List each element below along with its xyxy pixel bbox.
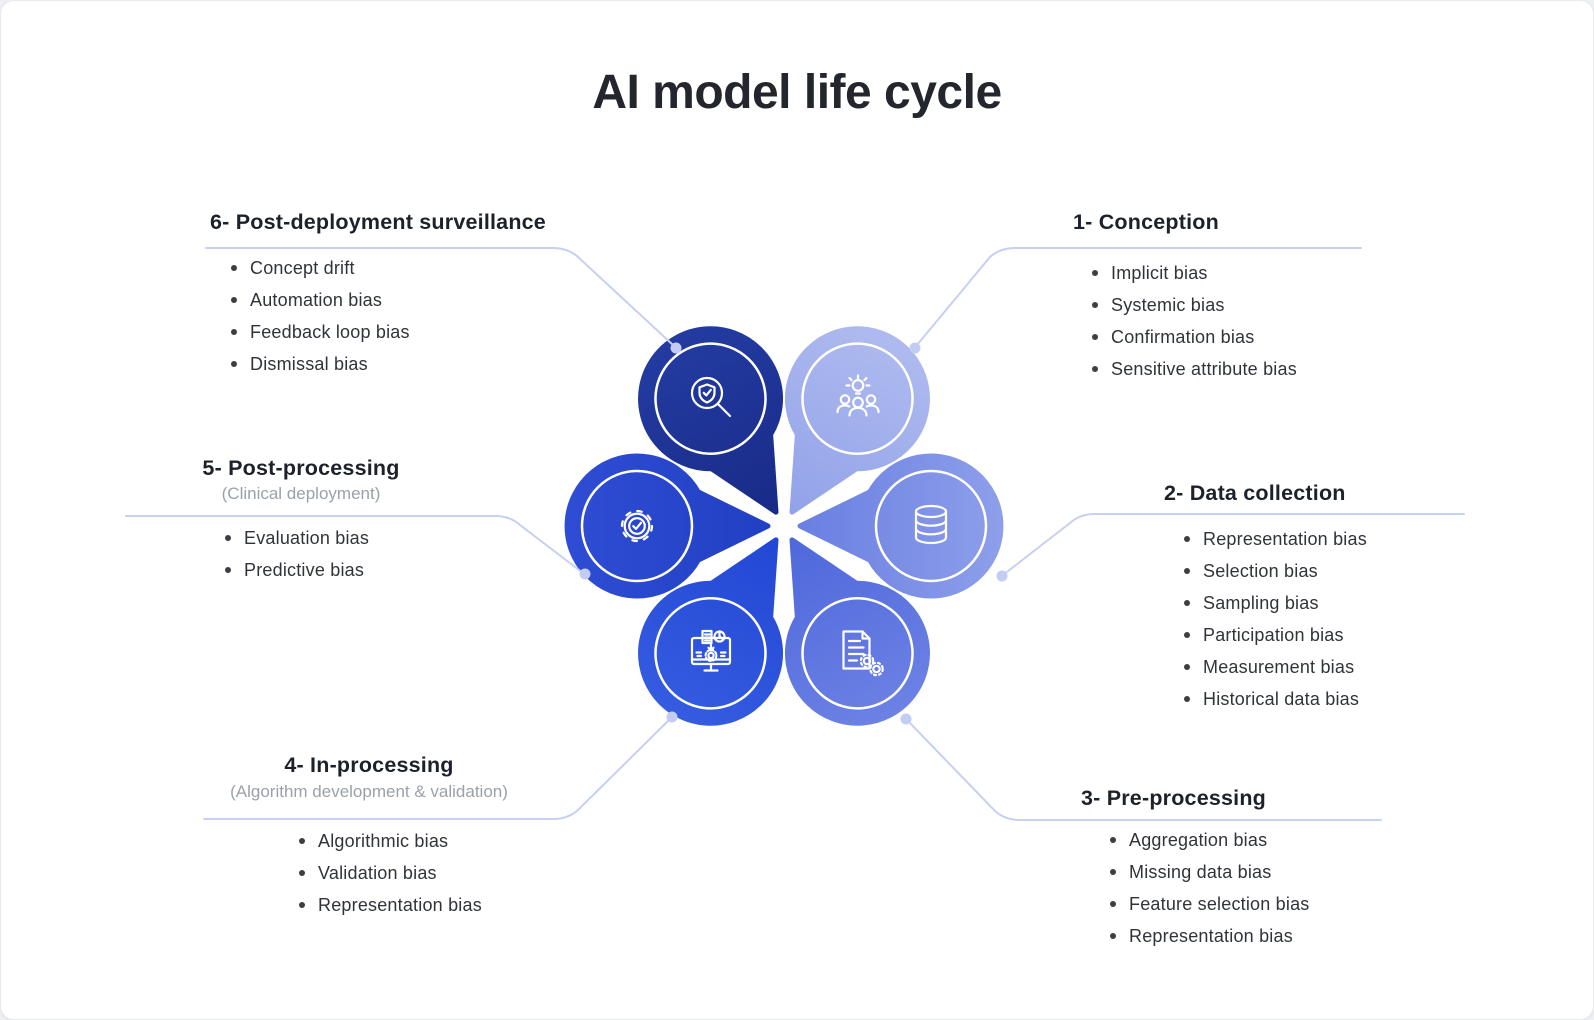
list-item: Aggregation bias <box>1110 824 1310 856</box>
list-item: Representation bias <box>1184 523 1367 555</box>
list-item: Systemic bias <box>1092 289 1297 321</box>
section-list-pre-processing: Aggregation bias Missing data bias Featu… <box>1110 824 1310 952</box>
list-item-label: Validation bias <box>318 862 437 883</box>
list-item-label: Sensitive attribute bias <box>1111 358 1297 379</box>
list-item-label: Representation bias <box>318 894 482 915</box>
bullet-dot <box>1110 837 1116 843</box>
list-item-label: Feature selection bias <box>1129 893 1310 914</box>
bullet-dot <box>1092 302 1098 308</box>
bullet-dot <box>1092 334 1098 340</box>
list-item-label: Confirmation bias <box>1111 326 1255 347</box>
list-item: Algorithmic bias <box>299 825 482 857</box>
section-list-post-processing: Evaluation bias Predictive bias <box>225 522 369 586</box>
list-item-label: Systemic bias <box>1111 294 1225 315</box>
list-item: Missing data bias <box>1110 856 1310 888</box>
bullet-dot <box>1110 901 1116 907</box>
list-item: Sensitive attribute bias <box>1092 353 1297 385</box>
section-heading-conception: 1- Conception <box>1073 210 1219 234</box>
list-item-label: Implicit bias <box>1111 262 1208 283</box>
section-heading-surveillance: 6- Post-deployment surveillance <box>210 210 546 234</box>
list-item-label: Automation bias <box>250 289 383 310</box>
list-item: Representation bias <box>299 889 482 921</box>
list-item-label: Representation bias <box>1129 925 1293 946</box>
bullet-dot <box>1110 933 1116 939</box>
bullet-dot <box>1092 270 1098 276</box>
list-item-label: Evaluation bias <box>244 527 370 548</box>
monitor-algorithm-icon <box>690 629 732 672</box>
bullet-dot <box>1184 600 1190 606</box>
list-item: Implicit bias <box>1092 257 1297 289</box>
bullet-dot <box>231 297 237 303</box>
list-item-label: Feedback loop bias <box>250 321 410 342</box>
shield-magnifier-icon <box>690 376 732 418</box>
list-item-label: Algorithmic bias <box>318 830 449 851</box>
bullet-dot <box>299 902 305 908</box>
section-heading-data-collection: 2- Data collection <box>1164 481 1346 505</box>
page-title: AI model life cycle <box>592 66 1002 119</box>
list-item-label: Sampling bias <box>1203 592 1319 613</box>
bullet-dot <box>1184 632 1190 638</box>
bullet-dot <box>1184 664 1190 670</box>
list-item-label: Selection bias <box>1203 560 1318 581</box>
list-item-label: Measurement bias <box>1203 656 1355 677</box>
section-subtitle-post-processing: (Clinical deployment) <box>221 484 381 503</box>
list-item: Automation bias <box>231 284 410 316</box>
list-item-label: Historical data bias <box>1203 688 1360 709</box>
list-item-label: Aggregation bias <box>1129 829 1268 850</box>
list-item: Measurement bias <box>1184 651 1367 683</box>
bullet-dot <box>231 361 237 367</box>
list-item: Evaluation bias <box>225 522 369 554</box>
bullet-dot <box>1184 536 1190 542</box>
bullet-dot <box>1110 869 1116 875</box>
bullet-dot <box>299 870 305 876</box>
list-item: Dismissal bias <box>231 348 410 380</box>
section-heading-post-processing: 5- Post-processing <box>202 456 400 480</box>
bullet-dot <box>1184 568 1190 574</box>
list-item: Confirmation bias <box>1092 321 1297 353</box>
section-list-conception: Implicit bias Systemic bias Confirmation… <box>1092 257 1297 385</box>
list-item: Validation bias <box>299 857 482 889</box>
bullet-dot <box>299 838 305 844</box>
list-item-label: Missing data bias <box>1129 861 1272 882</box>
bullet-dot <box>1092 366 1098 372</box>
petal-post-processing <box>564 453 771 599</box>
list-item: Predictive bias <box>225 554 369 586</box>
database-icon <box>914 504 948 545</box>
list-item-label: Participation bias <box>1203 624 1344 645</box>
document-gears-icon <box>842 630 884 677</box>
gear-check-icon <box>620 509 654 543</box>
list-item: Representation bias <box>1110 920 1310 952</box>
section-list-data-collection: Representation bias Selection bias Sampl… <box>1184 523 1367 715</box>
bullet-dot <box>225 567 231 573</box>
list-item: Participation bias <box>1184 619 1367 651</box>
team-idea-icon <box>836 374 880 417</box>
bullet-dot <box>225 535 231 541</box>
list-item-label: Predictive bias <box>244 559 365 580</box>
list-item: Feature selection bias <box>1110 888 1310 920</box>
bullet-dot <box>231 329 237 335</box>
list-item-label: Concept drift <box>250 257 355 278</box>
list-item: Selection bias <box>1184 555 1367 587</box>
list-item: Historical data bias <box>1184 683 1367 715</box>
list-item-label: Representation bias <box>1203 528 1367 549</box>
list-item: Concept drift <box>231 252 410 284</box>
list-item: Feedback loop bias <box>231 316 410 348</box>
section-list-surveillance: Concept drift Automation bias Feedback l… <box>231 252 410 380</box>
bullet-dot <box>231 265 237 271</box>
section-heading-pre-processing: 3- Pre-processing <box>1081 786 1267 810</box>
list-item-label: Dismissal bias <box>250 353 368 374</box>
bullet-dot <box>1184 696 1190 702</box>
section-heading-in-processing: 4- In-processing <box>284 753 454 777</box>
section-list-in-processing: Algorithmic bias Validation bias Represe… <box>299 825 482 921</box>
section-subtitle-in-processing: (Algorithm development & validation) <box>230 782 508 801</box>
list-item: Sampling bias <box>1184 587 1367 619</box>
